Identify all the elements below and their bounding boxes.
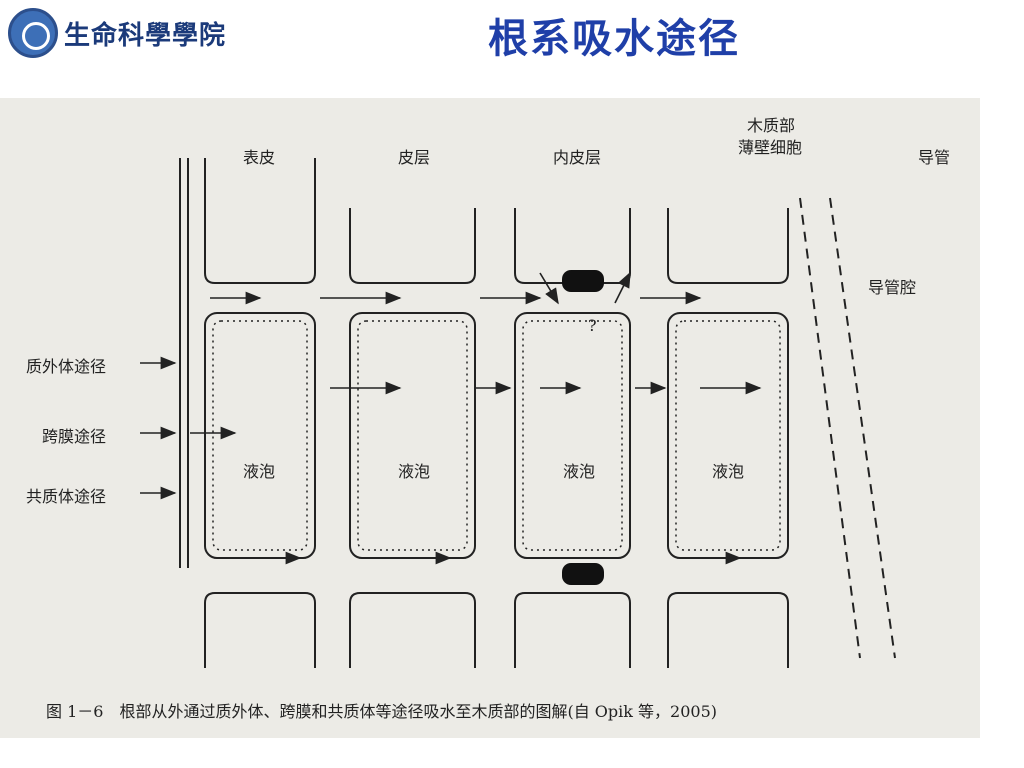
plasma-membrane (212, 320, 308, 551)
figure-caption: 图 1－6 根部从外通过质外体、跨膜和共质体等途径吸水至木质部的图解(自 Opi… (46, 702, 717, 721)
label-vessel-lumen: 导管腔 (868, 278, 917, 297)
label-vacuole: 液泡 (712, 462, 745, 481)
cell-partial-top (667, 208, 789, 284)
cell-partial-bottom (349, 592, 476, 668)
slide-title: 根系吸水途径 (488, 15, 740, 62)
label-vacuole: 液泡 (563, 462, 596, 481)
label-question-mark: ? (588, 316, 597, 335)
label-vessel: 导管 (918, 148, 951, 167)
cell-xylem-parenchyma (667, 312, 789, 559)
school-seal-icon (8, 8, 58, 58)
root-water-pathway-diagram (140, 158, 896, 668)
cell-partial-bottom (667, 592, 789, 668)
label-vacuole: 液泡 (398, 462, 431, 481)
label-vacuole: 液泡 (243, 462, 276, 481)
cell-endodermis (514, 312, 631, 559)
vessel-wall-dashed (799, 197, 861, 659)
label-epidermis: 表皮 (243, 148, 276, 167)
cell-cortex (349, 312, 476, 559)
cell-partial-top (349, 208, 476, 284)
label-xylem-parenchyma: 薄壁细胞 (738, 138, 803, 157)
cell-partial-top (204, 158, 316, 284)
cell-partial-bottom (514, 592, 631, 668)
plasma-membrane (357, 320, 468, 551)
label-symplast-pathway: 共质体途径 (26, 487, 107, 506)
apoplast-arrow (539, 272, 559, 305)
plasma-membrane (522, 320, 623, 551)
label-cortex: 皮层 (398, 148, 431, 167)
casparian-strip (562, 563, 604, 585)
label-transmembrane-pathway: 跨膜途径 (42, 427, 107, 446)
scanned-figure: 表皮 皮层 内皮层 木质部 薄壁细胞 导管 导管腔 质外体途径 跨膜途径 共质体… (0, 98, 980, 738)
logo: 生命科學學院 (8, 8, 226, 58)
label-xylem: 木质部 (747, 116, 796, 135)
cell-epidermis (204, 312, 316, 559)
logo-text: 生命科學學院 (64, 20, 227, 51)
casparian-strip (562, 270, 604, 292)
apoplast-arrow (614, 271, 631, 304)
plasma-membrane (675, 320, 781, 551)
cell-partial-bottom (204, 592, 316, 668)
label-apoplast-pathway: 质外体途径 (26, 357, 107, 376)
label-endodermis: 内皮层 (553, 148, 602, 167)
vessel-wall-dashed (829, 197, 896, 659)
